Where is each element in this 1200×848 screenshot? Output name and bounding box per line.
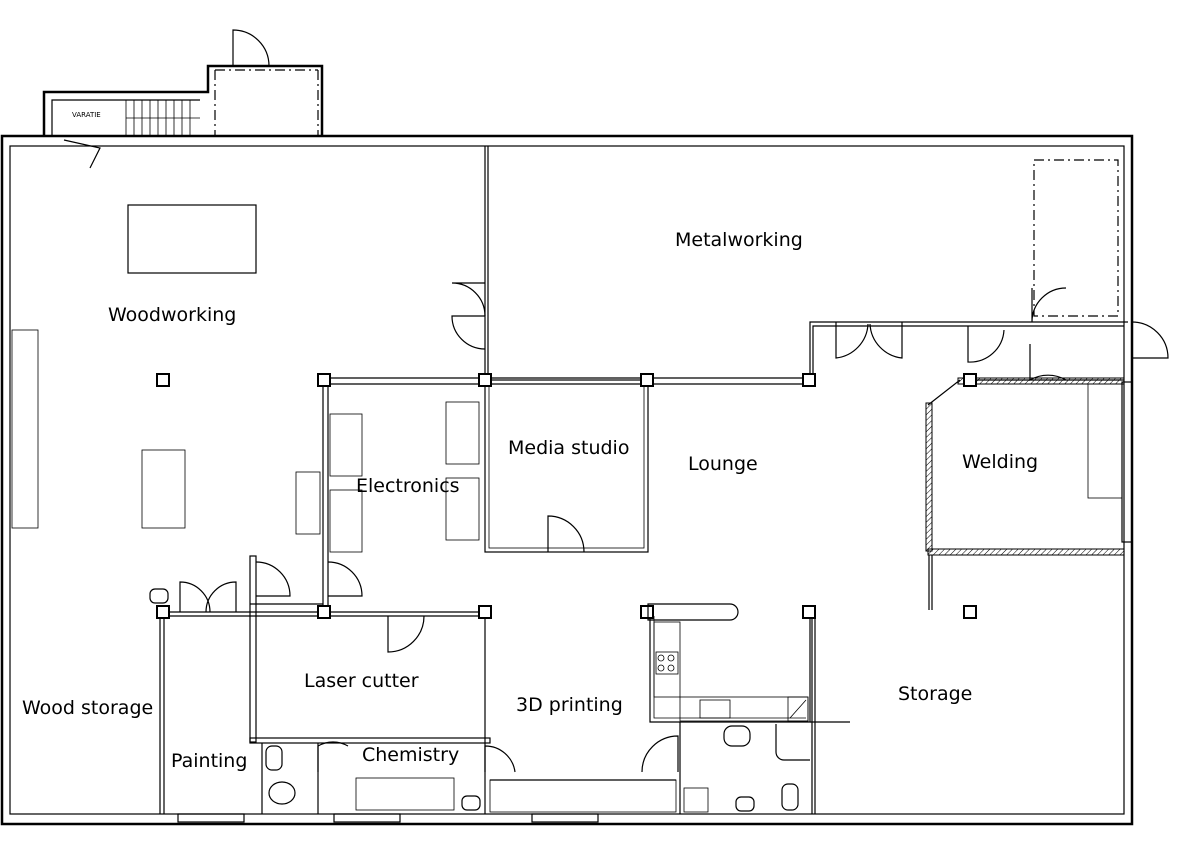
entry-door: [63, 139, 101, 169]
room-label-storage: Storage: [898, 683, 972, 705]
room-label-woodworking: Woodworking: [108, 304, 236, 326]
room-label-painting: Painting: [171, 750, 247, 772]
room-label-laser-cutter: Laser cutter: [304, 670, 419, 692]
interior-walls: [159, 146, 1128, 814]
room-label-media-studio: Media studio: [508, 437, 629, 459]
stair-note: VARATIE: [72, 111, 101, 119]
stair-treads: [125, 100, 200, 136]
windows: [177, 381, 1133, 823]
room-label-chemistry: Chemistry: [362, 744, 459, 766]
entrance-annex: VARATIE: [42, 29, 324, 169]
room-label-3d-printing: 3D printing: [516, 694, 623, 716]
room-label-metalworking: Metalworking: [675, 229, 803, 251]
columns: [156, 373, 977, 619]
room-label-wood-storage: Wood storage: [22, 697, 153, 719]
room-label-electronics: Electronics: [356, 475, 460, 497]
furniture: [11, 204, 739, 813]
room-label-welding: Welding: [962, 451, 1038, 473]
outer-walls: [0, 134, 1134, 826]
annex-door: [232, 29, 270, 67]
room-label-lounge: Lounge: [688, 453, 758, 475]
doors: [179, 282, 1169, 773]
sanitary-fixtures: [149, 588, 810, 812]
